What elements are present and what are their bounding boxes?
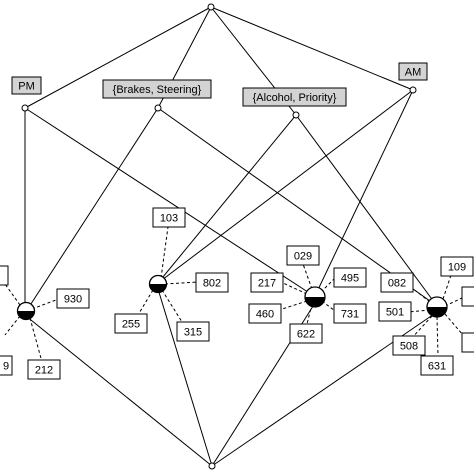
- object-label-right-clipped-a: [461, 286, 474, 307]
- svg-text:501: 501: [386, 307, 404, 319]
- svg-text:731: 731: [341, 309, 359, 321]
- svg-text:622: 622: [297, 329, 315, 341]
- svg-text:AM: AM: [405, 67, 422, 79]
- object-label-255: 255: [114, 313, 148, 334]
- svg-text:508: 508: [400, 341, 418, 353]
- lattice-edges: [24, 6, 438, 467]
- svg-text:082: 082: [388, 278, 406, 290]
- attribute-label-pm: PM: [11, 76, 42, 95]
- svg-text:{Alcohol, Priority}: {Alcohol, Priority}: [253, 92, 337, 104]
- object-label-082: 082: [380, 272, 414, 293]
- svg-text:217: 217: [258, 278, 276, 290]
- edge-n2-bottom: [157, 288, 213, 467]
- svg-text:631: 631: [428, 361, 446, 373]
- brakes-steering-node: [154, 104, 162, 112]
- attribute-label-alcohol-priority: {Alcohol, Priority}: [242, 87, 347, 107]
- svg-text:315: 315: [184, 327, 202, 339]
- svg-text:9: 9: [3, 361, 9, 373]
- object-label-left-clipped-b: 9: [0, 355, 13, 376]
- concept-node-am: [426, 296, 448, 318]
- svg-text:255: 255: [122, 319, 140, 331]
- object-label-109: 109: [440, 256, 474, 277]
- bottom-node: [208, 462, 216, 470]
- svg-text:460: 460: [256, 309, 274, 321]
- object-label-930: 930: [56, 288, 90, 309]
- object-label-495: 495: [333, 267, 367, 288]
- edge-am-n3: [314, 89, 414, 297]
- object-label-508: 508: [392, 335, 426, 356]
- svg-text:212: 212: [35, 365, 53, 377]
- edge-n1-bottom: [25, 315, 213, 467]
- object-label-217: 217: [250, 272, 284, 293]
- edge-am-n2: [157, 89, 414, 284]
- edge-n4-bottom: [211, 311, 438, 467]
- svg-text:495: 495: [341, 273, 359, 285]
- edge-alcohol-n2: [157, 114, 297, 284]
- alcohol-priority-node: [292, 111, 300, 119]
- object-label-501: 501: [378, 301, 412, 322]
- top-node: [207, 3, 215, 11]
- svg-text:103: 103: [160, 213, 178, 225]
- attribute-label-am: AM: [398, 62, 428, 81]
- object-label-212: 212: [27, 359, 61, 380]
- edge-pm-n3: [24, 107, 315, 297]
- svg-text:029: 029: [294, 251, 312, 263]
- concept-node-alcohol: [304, 286, 326, 308]
- edge-brakes-n1: [26, 107, 159, 311]
- concept-node-left: [16, 301, 36, 321]
- svg-text:802: 802: [203, 278, 221, 290]
- object-label-right-clipped-b: [461, 332, 474, 353]
- label-leaders: [4, 226, 464, 363]
- svg-text:930: 930: [64, 294, 82, 306]
- object-label-460: 460: [248, 303, 282, 324]
- svg-text:{Brakes, Steering}: {Brakes, Steering}: [113, 84, 202, 96]
- edge-top-pm: [24, 6, 212, 109]
- svg-text:PM: PM: [18, 81, 35, 93]
- object-label-631: 631: [420, 355, 454, 376]
- object-label-622: 622: [289, 323, 323, 344]
- svg-text:109: 109: [448, 262, 466, 274]
- object-label-029: 029: [286, 245, 320, 266]
- concept-node-brakes: [148, 274, 168, 294]
- object-label-103: 103: [152, 207, 186, 228]
- object-label-left-clipped-a: [0, 265, 9, 286]
- object-label-731: 731: [333, 303, 367, 324]
- pm-node: [21, 104, 29, 112]
- object-label-802: 802: [195, 272, 229, 293]
- am-node: [409, 86, 417, 94]
- edge-top-am: [210, 6, 414, 91]
- object-label-315: 315: [176, 321, 210, 342]
- attribute-label-brakes-steering: {Brakes, Steering}: [102, 79, 212, 99]
